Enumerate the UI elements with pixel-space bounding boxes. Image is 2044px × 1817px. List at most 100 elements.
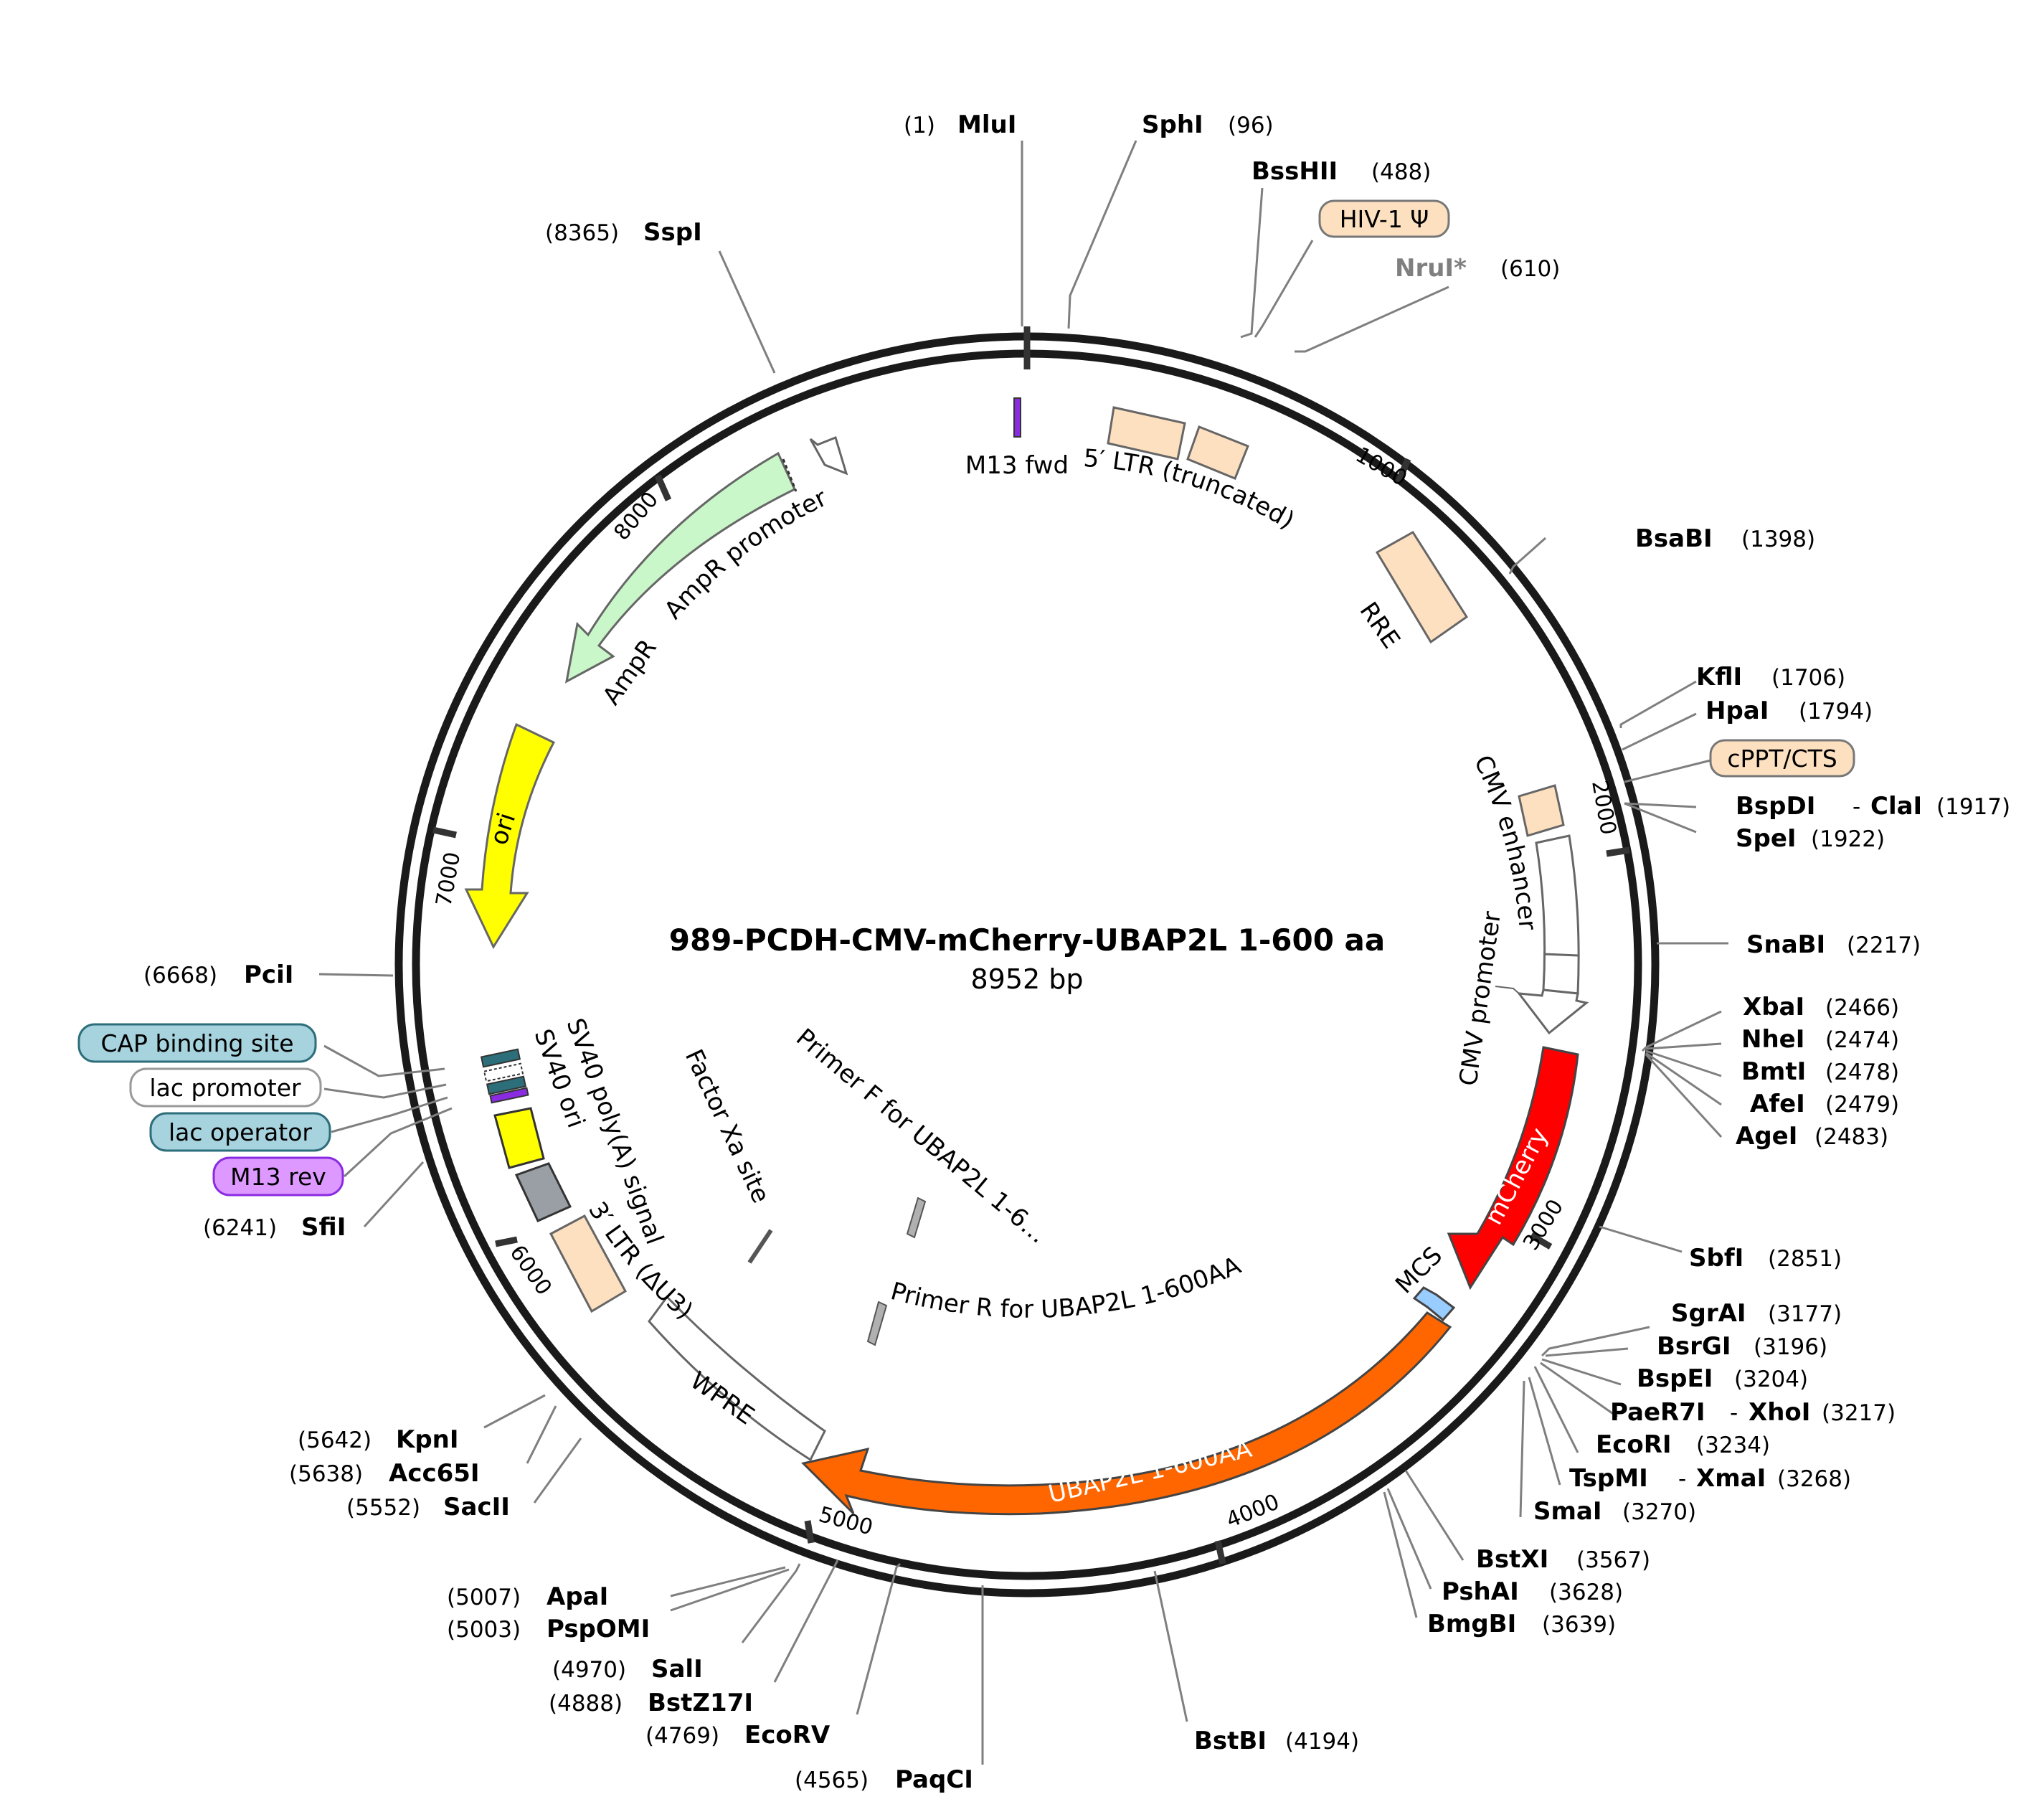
site-name-hpai: HpaI bbox=[1705, 697, 1769, 725]
feature-mcherry[interactable] bbox=[1447, 1046, 1579, 1290]
site-pos-apai: (5007) bbox=[447, 1585, 521, 1610]
site-name-bspei: BspEI bbox=[1637, 1364, 1713, 1393]
site-sep-paer7i: - bbox=[1730, 1400, 1738, 1426]
feature-rre[interactable] bbox=[1375, 530, 1469, 644]
site-name-sbfi: SbfI bbox=[1689, 1244, 1743, 1273]
feature-ubap2l[interactable] bbox=[801, 1311, 1452, 1516]
site-sep-tspmi: - bbox=[1678, 1466, 1686, 1492]
site-pos-bmti: (2478) bbox=[1825, 1059, 1899, 1085]
label-ampr: AmpR bbox=[597, 634, 663, 710]
site-name-paer7i: PaeR7I bbox=[1610, 1398, 1705, 1427]
site-pos-bsshii: (488) bbox=[1371, 159, 1431, 185]
site-name-bstxi: BstXI bbox=[1476, 1545, 1548, 1574]
site-name-sgrai: SgrAI bbox=[1671, 1299, 1746, 1328]
feature-factorxa[interactable] bbox=[747, 1229, 773, 1264]
feature-sv40ori[interactable] bbox=[493, 1107, 545, 1169]
feature-m13rev[interactable] bbox=[489, 1087, 529, 1104]
pill-m13rev[interactable]: M13 rev bbox=[212, 1156, 344, 1197]
feature-ltr5-a[interactable] bbox=[1107, 406, 1186, 461]
site-pos-paer7i-xhoi: (3217) bbox=[1822, 1400, 1896, 1426]
feature-wpre[interactable] bbox=[648, 1295, 826, 1462]
site-pos-mlui: (1) bbox=[904, 113, 935, 138]
site-sep-bspdi: - bbox=[1853, 794, 1860, 820]
feature-ltr3[interactable] bbox=[549, 1214, 628, 1313]
ticks bbox=[432, 326, 1630, 1564]
site-pos-bsrgi: (3196) bbox=[1754, 1334, 1827, 1360]
site-name-sspi: SspI bbox=[643, 218, 702, 247]
label-mcs: MCS bbox=[1390, 1241, 1448, 1299]
site-name-bspdi: BspDI bbox=[1736, 792, 1815, 821]
site-name-bsabi: BsaBI bbox=[1635, 524, 1713, 553]
site-pos-hpai: (1794) bbox=[1799, 699, 1873, 725]
label-factorxa: Factor Xa site bbox=[679, 1045, 775, 1207]
label-cmvpro: CMV promoter bbox=[1454, 910, 1507, 1087]
label-rre: RRE bbox=[1354, 597, 1406, 653]
site-name-kfli: KflI bbox=[1696, 663, 1742, 692]
site-pos-nrui: (610) bbox=[1500, 256, 1560, 282]
pill-cppt[interactable]: cPPT/CTS bbox=[1709, 739, 1855, 778]
pill-hiv-text: HIV-1 Ψ bbox=[1340, 205, 1429, 233]
pill-lacpro[interactable]: lac promoter bbox=[129, 1067, 322, 1108]
label-m13fwd: M13 fwd bbox=[965, 451, 1069, 480]
site-name-paqci: PaqCI bbox=[895, 1765, 973, 1794]
feature-ampr[interactable] bbox=[564, 451, 796, 684]
pill-cap-text: CAP binding site bbox=[100, 1029, 293, 1057]
feature-primerf[interactable] bbox=[906, 1197, 927, 1239]
site-name-nhei: NheI bbox=[1741, 1025, 1804, 1054]
pill-lacop-text: lac operator bbox=[169, 1118, 312, 1146]
pill-lacpro-text: lac promoter bbox=[149, 1074, 301, 1102]
pill-hiv[interactable]: HIV-1 Ψ bbox=[1318, 199, 1450, 238]
pill-m13rev-text: M13 rev bbox=[230, 1163, 326, 1191]
pill-lacop[interactable]: lac operator bbox=[149, 1112, 331, 1152]
site-pos-spei: (1922) bbox=[1811, 826, 1885, 852]
feature-lac-promoter[interactable] bbox=[483, 1062, 524, 1082]
pill-cppt-text: cPPT/CTS bbox=[1727, 745, 1837, 773]
site-name-ecorv: EcoRV bbox=[744, 1721, 831, 1750]
site-name-clai: ClaI bbox=[1870, 792, 1922, 821]
site-name-bsshii: BssHII bbox=[1252, 157, 1338, 186]
feature-cmv-enhancer[interactable] bbox=[1535, 834, 1580, 995]
site-pos-afei: (2479) bbox=[1825, 1092, 1899, 1118]
site-pos-sfii: (6241) bbox=[203, 1215, 277, 1241]
feature-mcs[interactable] bbox=[1412, 1286, 1456, 1322]
pill-cap[interactable]: CAP binding site bbox=[77, 1023, 317, 1063]
feature-cppt[interactable] bbox=[1518, 784, 1565, 837]
site-name-snabi: SnaBI bbox=[1746, 930, 1825, 959]
site-pos-bsabi: (1398) bbox=[1741, 527, 1815, 552]
plasmid-name: 989-PCDH-CMV-mCherry-UBAP2L 1-600 aa bbox=[669, 922, 1386, 958]
feature-cap-site[interactable] bbox=[480, 1048, 521, 1068]
label-primerr: Primer R for UBAP2L 1-600AA bbox=[888, 1251, 1245, 1324]
site-name-agei: AgeI bbox=[1736, 1122, 1797, 1151]
feature-cmv-promoter[interactable] bbox=[1516, 988, 1589, 1035]
site-pos-ecori: (3234) bbox=[1696, 1433, 1770, 1458]
site-pos-sali: (4970) bbox=[552, 1657, 626, 1683]
feature-lac-operator[interactable] bbox=[486, 1075, 527, 1095]
feature-ltr5-b[interactable] bbox=[1186, 425, 1249, 480]
site-pos-sacii: (5552) bbox=[346, 1495, 420, 1521]
site-name-bstz17i: BstZ17I bbox=[648, 1689, 753, 1717]
site-name-mlui: MluI bbox=[957, 110, 1016, 139]
site-pos-sgrai: (3177) bbox=[1768, 1301, 1842, 1327]
site-pos-sbfi: (2851) bbox=[1768, 1246, 1842, 1272]
site-pos-smai: (3270) bbox=[1622, 1499, 1696, 1525]
site-pos-ecorv: (4769) bbox=[645, 1723, 719, 1749]
site-pos-snabi: (2217) bbox=[1847, 933, 1921, 958]
feature-ori[interactable] bbox=[464, 722, 556, 950]
site-name-xmai: XmaI bbox=[1696, 1464, 1766, 1493]
site-pos-tspmi-xmai: (3268) bbox=[1777, 1466, 1851, 1492]
site-pos-pcii: (6668) bbox=[143, 963, 217, 988]
site-pos-bstbi: (4194) bbox=[1285, 1729, 1359, 1755]
site-name-pshai: PshAI bbox=[1442, 1577, 1519, 1606]
feature-primerr[interactable] bbox=[866, 1301, 888, 1346]
feature-sv40pa[interactable] bbox=[514, 1162, 572, 1222]
site-name-smai: SmaI bbox=[1533, 1497, 1602, 1526]
site-name-pspomi: PspOMI bbox=[547, 1615, 650, 1643]
feature-ampr-promoter[interactable] bbox=[809, 435, 848, 476]
site-pos-bstxi: (3567) bbox=[1576, 1547, 1650, 1573]
leader-lines bbox=[318, 140, 1728, 1765]
site-pos-nhei: (2474) bbox=[1825, 1027, 1899, 1053]
site-name-sali: SalI bbox=[651, 1655, 703, 1684]
site-pos-bmgbi: (3639) bbox=[1542, 1612, 1616, 1638]
feature-m13fwd[interactable] bbox=[1013, 397, 1021, 438]
